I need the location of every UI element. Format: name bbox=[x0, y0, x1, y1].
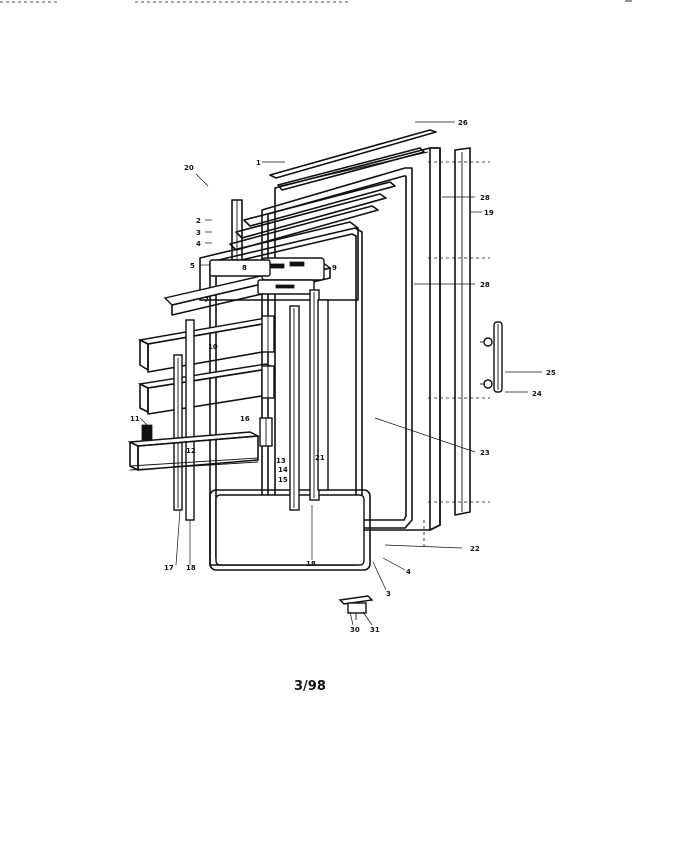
label-15: 15 bbox=[278, 476, 288, 484]
label-30: 30 bbox=[350, 626, 360, 634]
label-14: 14 bbox=[278, 466, 288, 474]
label-4: 4 bbox=[196, 240, 201, 248]
shelf-upper bbox=[137, 315, 277, 373]
label-16: 16 bbox=[240, 415, 250, 423]
hinge-bracket bbox=[338, 595, 374, 620]
label-17: 17 bbox=[164, 564, 174, 572]
label-9: 9 bbox=[332, 264, 337, 272]
label-5: 5 bbox=[190, 262, 195, 270]
label-18b: 18 bbox=[306, 560, 316, 568]
door-rails bbox=[289, 289, 329, 511]
label-12: 12 bbox=[186, 447, 196, 455]
diagram-caption: 3/98 bbox=[294, 679, 326, 694]
label-28a: 28 bbox=[480, 194, 490, 202]
label-8: 8 bbox=[242, 264, 247, 272]
label-21: 21 bbox=[315, 454, 325, 462]
header-scan-marks bbox=[0, 0, 632, 3]
leader-lines bbox=[139, 121, 542, 626]
label-1: 1 bbox=[256, 159, 261, 167]
part-labels: 1 2 3 4 5 7 8 9 10 11 12 13 14 15 16 17 … bbox=[130, 119, 556, 634]
label-19: 19 bbox=[484, 209, 494, 217]
label-20: 20 bbox=[184, 164, 194, 172]
label-26: 26 bbox=[458, 119, 468, 127]
label-23: 23 bbox=[480, 449, 490, 457]
left-posts bbox=[173, 319, 195, 521]
label-13: 13 bbox=[276, 457, 286, 465]
label-7: 7 bbox=[204, 296, 209, 304]
label-3b: 3 bbox=[386, 590, 391, 598]
label-10: 10 bbox=[208, 343, 218, 351]
alignment-lines bbox=[423, 161, 490, 548]
trim-strip bbox=[454, 147, 471, 516]
label-18: 18 bbox=[186, 564, 196, 572]
label-3: 3 bbox=[196, 229, 201, 237]
label-31: 31 bbox=[370, 626, 380, 634]
label-11: 11 bbox=[130, 415, 140, 423]
label-25: 25 bbox=[546, 369, 556, 377]
label-22: 22 bbox=[470, 545, 480, 553]
door-handle bbox=[480, 321, 503, 393]
dairy-bar bbox=[163, 257, 332, 316]
label-2: 2 bbox=[196, 217, 201, 225]
top-cap bbox=[269, 129, 437, 191]
label-24: 24 bbox=[532, 390, 542, 398]
bottom-bin bbox=[127, 424, 261, 471]
breaker-strips bbox=[229, 181, 396, 251]
label-28b: 28 bbox=[480, 281, 490, 289]
label-4b: 4 bbox=[406, 568, 411, 576]
shelf-middle bbox=[137, 363, 277, 415]
bracket-16 bbox=[259, 417, 273, 447]
